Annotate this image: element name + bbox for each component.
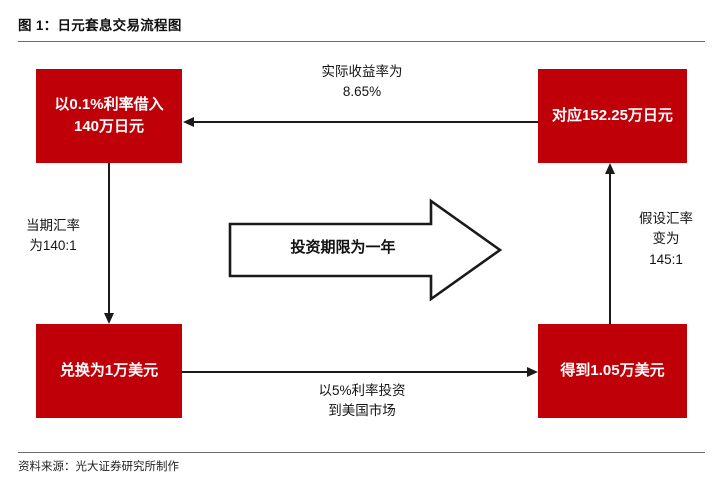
edge-left-label: 当期汇率 为140:1 (26, 218, 80, 254)
edge-left-arrowhead-icon (103, 313, 114, 324)
node-borrow-yen: 以0.1%利率借入140万日元 (36, 69, 182, 163)
edge-top-arrowhead-icon (183, 116, 194, 127)
edge-right-line (609, 173, 611, 324)
edge-bottom-line (182, 371, 527, 373)
center-block-arrow-label: 投资期限为一年 (290, 239, 396, 256)
page-title: 图 1：日元套息交易流程图 (18, 18, 182, 33)
edge-right-label: 假设汇率 变为 145:1 (639, 211, 693, 267)
center-block-arrow-icon (228, 198, 503, 302)
node-exchange-usd: 兑换为1万美元 (36, 324, 182, 418)
node-usd-return: 得到1.05万美元 (538, 324, 687, 418)
title-divider (18, 41, 705, 42)
node-exchange-usd-label: 兑换为1万美元 (59, 362, 159, 380)
edge-bottom-arrowhead-icon (527, 366, 538, 377)
node-borrow-yen-label: 以0.1%利率借入140万日元 (54, 96, 164, 135)
edge-top-label: 实际收益率为 8.65% (321, 64, 403, 100)
node-yen-proceeds-label: 对应152.25万日元 (552, 107, 673, 125)
node-usd-return-label: 得到1.05万美元 (560, 362, 665, 380)
source-note: 资料来源：光大证券研究所制作 (18, 461, 179, 473)
edge-top-line (193, 121, 538, 123)
source-divider (18, 452, 705, 453)
node-yen-proceeds: 对应152.25万日元 (538, 69, 687, 163)
edge-left-line (108, 163, 110, 314)
edge-bottom-label: 以5%利率投资 到美国市场 (318, 383, 406, 419)
edge-right-arrowhead-icon (604, 163, 615, 174)
